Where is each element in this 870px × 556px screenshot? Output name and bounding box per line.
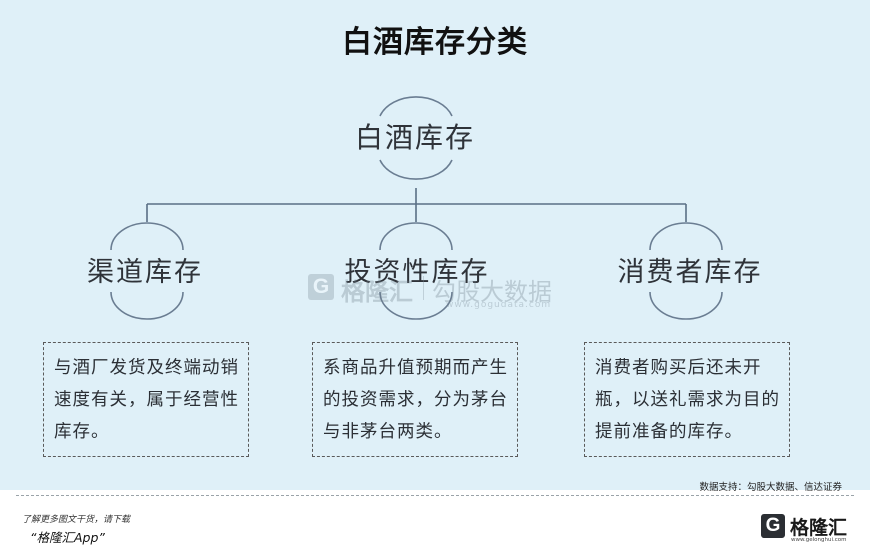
watermark-separator [423, 276, 424, 300]
footer-download-prompt: 了解更多图文干货，请下载 [22, 515, 131, 525]
watermark: G 格隆汇 勾股大数据 www.gogudata.com [308, 270, 552, 310]
brand-logo: G 格隆汇 www.gelonghui.com [761, 511, 861, 545]
brand-logo-icon: G [761, 514, 785, 538]
source-note: 数据支持：勾股大数据、信达证券 [699, 482, 842, 493]
watermark-brand: 格隆汇 [341, 278, 413, 306]
watermark-product: 勾股大数据 [432, 278, 552, 306]
branch-2-bottom-arc [379, 291, 453, 320]
branch-3-bottom-arc [649, 291, 723, 320]
footer-divider [16, 495, 854, 496]
diagram-panel [0, 0, 870, 490]
watermark-logo-icon: G [308, 274, 334, 300]
watermark-url: www.gogudata.com [446, 300, 552, 310]
branch-label-consumer-inventory: 消费者库存 [617, 257, 763, 288]
branch-3-description: 消费者购买后还未开瓶，以送礼需求为目的提前准备的库存。 [584, 342, 790, 457]
page-title: 白酒库存分类 [342, 25, 528, 60]
branch-3-top-arc [649, 222, 723, 251]
diagram-connectors [110, 96, 723, 320]
branch-1-top-arc [110, 222, 184, 251]
footer-app-name: “格隆汇App” [30, 530, 105, 545]
branch-label-channel-inventory: 渠道库存 [87, 257, 203, 288]
brand-url: www.gelonghui.com [791, 537, 847, 543]
branch-1-bottom-arc [110, 291, 184, 320]
root-node-bottom-arc [379, 159, 453, 180]
branch-1-description: 与酒厂发货及终端动销速度有关，属于经营性库存。 [43, 342, 249, 457]
root-node-top-arc [379, 96, 453, 117]
branch-label-investment-inventory: 投资性库存 [344, 257, 490, 288]
branch-2-description: 系商品升值预期而产生的投资需求，分为茅台与非茅台两类。 [312, 342, 518, 457]
root-node-label: 白酒库存 [354, 121, 475, 154]
branch-2-top-arc [379, 222, 453, 251]
brand-name: 格隆汇 [790, 517, 848, 539]
